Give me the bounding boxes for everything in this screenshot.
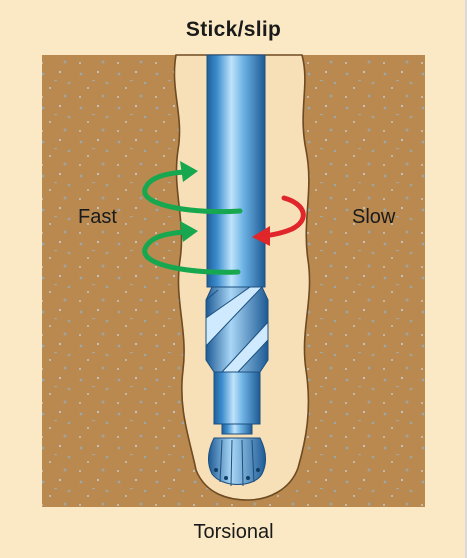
drill-pipe [207,55,265,287]
drill-bit-icon [208,438,265,486]
figure-caption: Torsional [0,521,467,544]
slow-label: Slow [352,206,396,228]
stabilizer-icon [206,287,268,372]
bit-shank [222,424,252,434]
fast-label: Fast [78,206,117,228]
bit-sub [214,372,260,424]
